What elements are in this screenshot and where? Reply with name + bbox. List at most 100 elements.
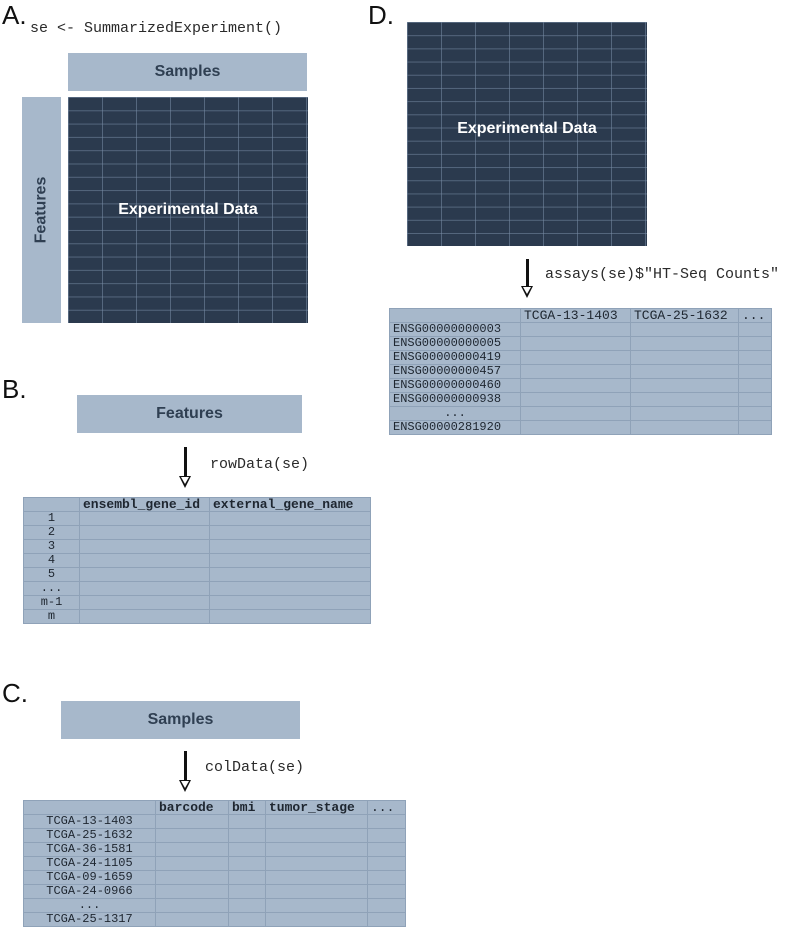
table-header-cell: ... bbox=[367, 800, 406, 815]
table-cell bbox=[155, 828, 229, 843]
panel-a-samples-bar: Samples bbox=[68, 53, 307, 91]
row-label: 2 bbox=[23, 525, 80, 540]
panel-a-features-bar: Features bbox=[22, 97, 61, 323]
row-label: TCGA-25-1317 bbox=[23, 912, 156, 927]
row-label: 4 bbox=[23, 553, 80, 568]
table-cell bbox=[79, 581, 210, 596]
table-cell bbox=[367, 884, 406, 899]
table-cell bbox=[520, 406, 631, 421]
panel-b-letter: B. bbox=[2, 374, 27, 404]
table-cell bbox=[265, 842, 368, 857]
table-cell bbox=[520, 336, 631, 351]
table-header-cell: tumor_stage bbox=[265, 800, 368, 815]
table-header-cell: ensembl_gene_id bbox=[79, 497, 210, 512]
panel-c-letter: C. bbox=[2, 678, 28, 708]
table-cell bbox=[367, 870, 406, 885]
table-cell bbox=[265, 856, 368, 871]
table-header-row: TCGA-13-1403 TCGA-25-1632 ... bbox=[389, 308, 772, 323]
table-cell bbox=[367, 814, 406, 829]
row-label: 5 bbox=[23, 567, 80, 582]
table-header-row: ensembl_gene_id external_gene_name bbox=[23, 497, 371, 512]
table-cell bbox=[209, 609, 371, 624]
table-header-cell: barcode bbox=[155, 800, 229, 815]
table-cell bbox=[367, 842, 406, 857]
table-row: ENSG00000000003 bbox=[389, 322, 772, 337]
panel-b-features-label: Features bbox=[156, 405, 223, 422]
table-row: TCGA-36-1581 bbox=[23, 842, 406, 857]
table-row: ... bbox=[23, 898, 406, 913]
table-cell bbox=[630, 364, 739, 379]
table-cell bbox=[228, 828, 266, 843]
panel-d-letter: D. bbox=[368, 0, 394, 30]
table-cell bbox=[79, 553, 210, 568]
table-cell bbox=[209, 511, 371, 526]
table-row: ENSG00000000457 bbox=[389, 364, 772, 379]
row-label: ENSG00000000938 bbox=[389, 392, 521, 407]
table-cell bbox=[738, 364, 772, 379]
table-cell bbox=[738, 406, 772, 421]
row-label: ... bbox=[389, 406, 521, 421]
table-row: TCGA-25-1632 bbox=[23, 828, 406, 843]
table-row: TCGA-24-1105 bbox=[23, 856, 406, 871]
panel-d-assay-table: TCGA-13-1403 TCGA-25-1632 ... ENSG000000… bbox=[389, 308, 772, 435]
row-label: TCGA-36-1581 bbox=[23, 842, 156, 857]
table-cell bbox=[630, 322, 739, 337]
panel-b-features-bar: Features bbox=[77, 395, 302, 433]
table-row: 5 bbox=[23, 567, 371, 582]
panel-c-code: colData(se) bbox=[205, 759, 305, 776]
table-row: ENSG00000000460 bbox=[389, 378, 772, 393]
table-row: 2 bbox=[23, 525, 371, 540]
table-header-cell bbox=[23, 497, 80, 512]
table-cell bbox=[228, 912, 266, 927]
table-header-cell: bmi bbox=[228, 800, 266, 815]
table-cell bbox=[79, 539, 210, 554]
table-cell bbox=[79, 595, 210, 610]
table-cell bbox=[209, 581, 371, 596]
panel-d-experimental-data-grid: Experimental Data bbox=[407, 22, 647, 246]
panel-c-samples-bar: Samples bbox=[61, 701, 300, 739]
panel-b-rowdata-table: ensembl_gene_id external_gene_name 1 2 3… bbox=[23, 497, 371, 624]
row-label: 1 bbox=[23, 511, 80, 526]
table-row: ... bbox=[23, 581, 371, 596]
row-label: ENSG00000000005 bbox=[389, 336, 521, 351]
table-cell bbox=[265, 912, 368, 927]
table-cell bbox=[630, 406, 739, 421]
panel-c-coldata-table: barcode bmi tumor_stage ... TCGA-13-1403… bbox=[23, 800, 406, 927]
row-label: ENSG00000000460 bbox=[389, 378, 521, 393]
panel-d-code: assays(se)$"HT-Seq Counts" bbox=[545, 266, 780, 283]
panel-d-arrow bbox=[517, 259, 537, 299]
table-cell bbox=[520, 322, 631, 337]
panel-a-features-label: Features bbox=[32, 176, 50, 244]
table-header-cell: TCGA-13-1403 bbox=[520, 308, 631, 323]
table-cell bbox=[228, 870, 266, 885]
panel-b-arrow bbox=[175, 447, 195, 489]
row-label: ... bbox=[23, 581, 80, 596]
table-cell bbox=[155, 898, 229, 913]
table-row: ... bbox=[389, 406, 772, 421]
row-label: ... bbox=[23, 898, 156, 913]
panel-a-experimental-data-grid: Experimental Data bbox=[68, 97, 308, 323]
table-cell bbox=[738, 350, 772, 365]
table-row: ENSG00000000419 bbox=[389, 350, 772, 365]
table-cell bbox=[79, 525, 210, 540]
row-label: ENSG00000281920 bbox=[389, 420, 521, 435]
table-row: ENSG00000000005 bbox=[389, 336, 772, 351]
row-label: TCGA-09-1659 bbox=[23, 870, 156, 885]
table-cell bbox=[738, 378, 772, 393]
table-cell bbox=[209, 553, 371, 568]
panel-a-code: se <- SummarizedExperiment() bbox=[30, 20, 283, 37]
table-cell bbox=[265, 870, 368, 885]
table-cell bbox=[209, 567, 371, 582]
table-row: 1 bbox=[23, 511, 371, 526]
table-cell bbox=[228, 898, 266, 913]
table-row: TCGA-09-1659 bbox=[23, 870, 406, 885]
panel-b-code: rowData(se) bbox=[210, 456, 310, 473]
table-header-row: barcode bmi tumor_stage ... bbox=[23, 800, 406, 815]
row-label: ENSG00000000003 bbox=[389, 322, 521, 337]
table-cell bbox=[630, 420, 739, 435]
table-cell bbox=[79, 511, 210, 526]
table-row: TCGA-25-1317 bbox=[23, 912, 406, 927]
row-label: m-1 bbox=[23, 595, 80, 610]
table-cell bbox=[265, 814, 368, 829]
table-cell bbox=[738, 420, 772, 435]
